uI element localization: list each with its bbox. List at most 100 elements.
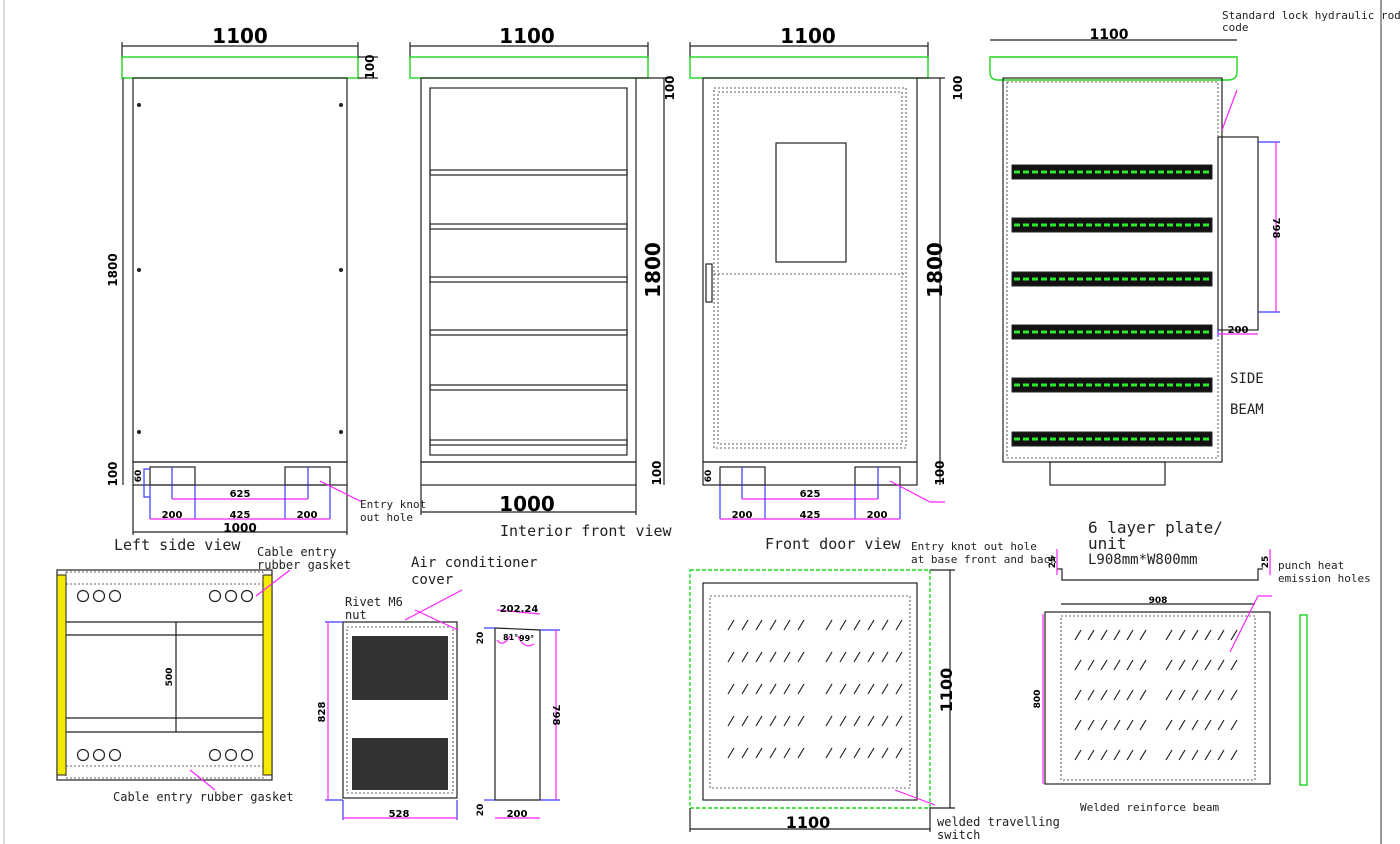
dim-lip-right: 25 xyxy=(1261,556,1271,569)
view-title: Front door view xyxy=(765,535,901,553)
shelf xyxy=(429,169,628,176)
shelf-side-view: 1100 798 200 Standard lock hydraulic rod… xyxy=(989,9,1400,486)
vent-slot xyxy=(783,683,791,695)
vent-slot xyxy=(769,619,777,631)
cable-entry-plan: 500 Cable entry rubber gasket Cable entr… xyxy=(56,545,351,804)
vent-slot xyxy=(895,651,903,663)
dim-depth: 1000 xyxy=(499,492,555,516)
vent-slot xyxy=(1217,689,1225,701)
vent-slot xyxy=(825,683,833,695)
vent-slot xyxy=(1126,749,1134,761)
plinth xyxy=(702,461,918,486)
vent-slot xyxy=(881,747,889,759)
frame xyxy=(1002,77,1223,463)
vent-slot xyxy=(881,619,889,631)
vent-slot xyxy=(1178,689,1186,701)
cable-gasket-hole xyxy=(240,748,254,762)
cabinet-body xyxy=(420,77,637,463)
vent-slot xyxy=(1178,629,1186,641)
vent-slot xyxy=(797,651,805,663)
vent-slot xyxy=(1165,719,1173,731)
vent-slot xyxy=(1074,629,1082,641)
vent-slot xyxy=(1126,659,1134,671)
vent-slot xyxy=(1139,659,1147,671)
vent-slot xyxy=(741,619,749,631)
vent-slot xyxy=(783,651,791,663)
vent-slot xyxy=(825,619,833,631)
shelf xyxy=(429,329,628,336)
vent-slot xyxy=(727,683,735,695)
cable-gasket-hole xyxy=(76,748,90,762)
vent-slot xyxy=(1100,659,1108,671)
vent-slot xyxy=(1191,689,1199,701)
note-base-knockout-2: at base front and back xyxy=(911,553,1057,566)
dim-base: 100 xyxy=(106,461,120,486)
ac-cover-side xyxy=(494,627,541,801)
vent-slot xyxy=(1139,689,1147,701)
dim-bottom-offset: 20 xyxy=(476,804,486,817)
vent-slot xyxy=(797,619,805,631)
window xyxy=(775,142,847,263)
vent-slot xyxy=(1126,719,1134,731)
dim-height: 1800 xyxy=(641,242,665,298)
vent-slot xyxy=(839,619,847,631)
vent-slot xyxy=(1230,689,1238,701)
dim-depth: 1000 xyxy=(223,521,256,535)
roof xyxy=(409,56,649,79)
dim-width: 1100 xyxy=(780,24,836,48)
dim-width: 1100 xyxy=(1090,27,1129,43)
note-lock-2: code xyxy=(1222,21,1249,34)
ac-cover-front xyxy=(342,621,458,799)
dim-width: 1100 xyxy=(212,24,268,48)
vent-slot xyxy=(755,683,763,695)
vent-slot xyxy=(741,683,749,695)
dim-roof: 100 xyxy=(363,54,377,79)
vent-slot xyxy=(769,715,777,727)
vent-slot xyxy=(881,715,889,727)
dim-right: 200 xyxy=(867,510,888,521)
label-gasket-bottom: Cable entry rubber gasket xyxy=(113,790,294,804)
label-ac-cover-2: cover xyxy=(411,572,453,588)
label-gasket-2: rubber gasket xyxy=(257,558,351,572)
dim-height: 1800 xyxy=(106,253,120,286)
left-side-view: 1100 100 1800 100 60 625 200 425 200 100… xyxy=(106,24,426,554)
vent-slot xyxy=(1217,629,1225,641)
vent-slot xyxy=(755,715,763,727)
vent-slot xyxy=(1113,689,1121,701)
cable-gasket-hole xyxy=(224,748,238,762)
label-side: SIDE xyxy=(1230,371,1264,387)
vent-slot xyxy=(895,747,903,759)
plate-size: L908mm*W800mm xyxy=(1088,552,1198,568)
vent-slot xyxy=(783,747,791,759)
dim-base-side: 1100 xyxy=(937,668,956,713)
roof xyxy=(121,56,359,79)
vent-slot xyxy=(783,619,791,631)
vent-slot xyxy=(797,715,805,727)
vent-slot xyxy=(1074,659,1082,671)
roof xyxy=(689,56,929,79)
cable-gasket-hole xyxy=(108,748,122,762)
vent-slot xyxy=(881,683,889,695)
vent-slot xyxy=(769,651,777,663)
vent-slot xyxy=(853,715,861,727)
note-entry-knot-2: out hole xyxy=(360,511,413,524)
vent-slot xyxy=(867,683,875,695)
vent-slot xyxy=(797,747,805,759)
dim-span: 625 xyxy=(230,489,251,500)
side-panel xyxy=(132,77,348,463)
cable-gasket-hole xyxy=(224,589,238,603)
dim-knockout-h: 60 xyxy=(704,470,714,483)
vent-slot xyxy=(839,747,847,759)
roof xyxy=(989,56,1238,81)
vent-slot xyxy=(1230,629,1238,641)
front-door-view: 1100 100 1800 100 60 625 200 425 200 Fro… xyxy=(689,24,965,553)
dim-knockout-h: 60 xyxy=(134,470,144,483)
label-ac-cover: Air conditioner xyxy=(411,555,537,571)
vent-slot xyxy=(895,683,903,695)
label-gasket: Cable entry xyxy=(257,545,336,559)
dim-side-width: 200 xyxy=(507,809,528,820)
dim-width: 1100 xyxy=(499,24,555,48)
vent-slot xyxy=(1191,659,1199,671)
vent-slot xyxy=(1204,659,1212,671)
vent-slot xyxy=(1204,629,1212,641)
